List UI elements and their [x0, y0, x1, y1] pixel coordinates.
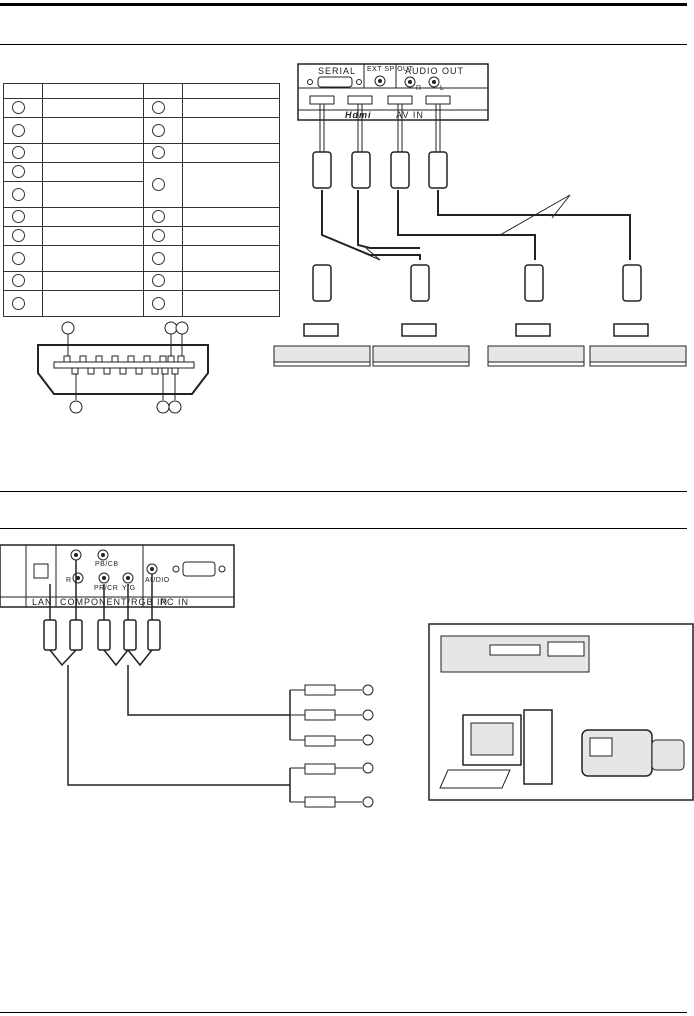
section-rule-1 — [0, 44, 687, 45]
y-g-label: Y/G — [122, 585, 136, 592]
pb-cb-label: PB/CB — [95, 561, 119, 568]
component-label: COMPONENT/RGB IN — [60, 597, 168, 607]
pin-circle — [12, 229, 25, 243]
pin-circle — [12, 123, 25, 137]
pin-circle — [12, 251, 25, 265]
ext-sp-label: EXT SP OUT — [367, 66, 414, 73]
section-rule-3 — [0, 528, 687, 529]
pin-circle — [152, 274, 165, 288]
hdmi-connection-diagram: SERIAL EXT SP OUT AUDIO OUT R L Hdmi AV … — [273, 63, 687, 367]
av-in-label: AV IN — [396, 110, 424, 120]
pin-circle — [12, 146, 25, 160]
component-audio-label: AUDIO — [145, 577, 170, 584]
pin-circle — [12, 101, 25, 115]
pin-circle — [152, 251, 165, 265]
pin-circle — [12, 187, 25, 201]
section-rule-2 — [0, 491, 687, 492]
pin-table — [3, 83, 280, 317]
audio-out-label: AUDIO OUT — [405, 66, 464, 76]
audio-r-label: R — [416, 85, 422, 92]
pin-circle — [12, 165, 25, 179]
top-rule — [0, 3, 687, 6]
pin-circle — [152, 146, 165, 160]
pr-cr-label: PR/CR — [94, 585, 118, 592]
pin-circle — [152, 210, 165, 224]
component-connection-diagram: PB/CB R PR/CR Y/G AUDIO LAN COMPONENT/RG… — [0, 544, 694, 808]
lan-label: LAN — [32, 597, 53, 607]
serial-label: SERIAL — [318, 66, 356, 76]
pin-circle — [12, 210, 25, 224]
pin-circle — [152, 229, 165, 243]
audio-l-label: L — [440, 85, 444, 92]
audio-r-label-2: R — [66, 577, 72, 584]
hdmi-connector-diagram — [37, 321, 209, 414]
bottom-rule — [0, 1012, 687, 1013]
pin-circle — [12, 274, 25, 288]
pin-circle — [12, 296, 25, 310]
pin-circle — [152, 178, 165, 192]
pin-circle — [152, 123, 165, 137]
pin-circle — [152, 296, 165, 310]
pin-circle — [152, 101, 165, 115]
pc-in-label: PC IN — [160, 597, 189, 607]
